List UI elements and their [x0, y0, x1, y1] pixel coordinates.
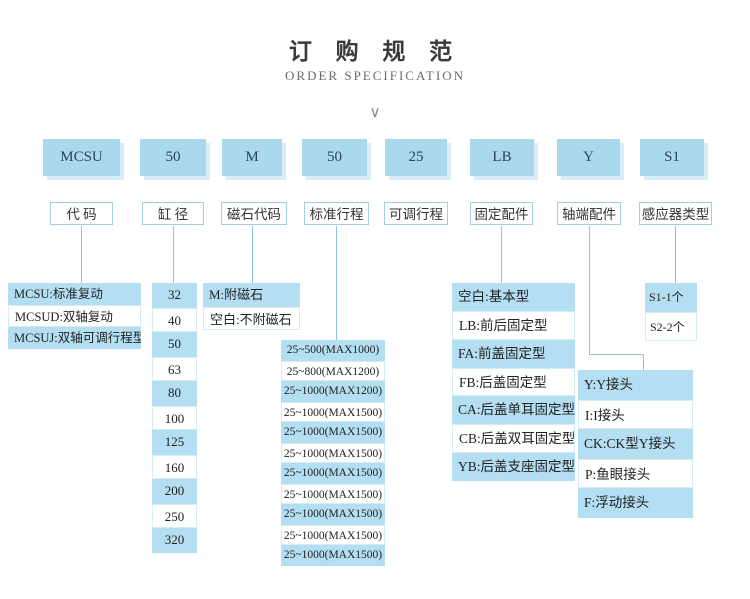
list-item: 80: [152, 381, 197, 406]
list-item: 40: [152, 307, 197, 332]
list-item: 50: [152, 332, 197, 357]
list-item: M:附磁石: [203, 283, 300, 307]
label-bore: 缸 径: [142, 202, 204, 225]
list-item: 25~1000(MAX1200): [281, 381, 385, 402]
list-item: P:鱼眼接头: [578, 458, 693, 489]
list-item: 25~1000(MAX1500): [281, 401, 385, 422]
list-item: 25~1000(MAX1500): [281, 524, 385, 545]
options-list-standard-stroke: 25~500(MAX1000) 25~800(MAX1200) 25~1000(…: [281, 340, 385, 566]
options-list-sensor: S1-1个 S2-2个: [645, 283, 697, 341]
list-item: MCSUD:双轴复动: [8, 305, 141, 327]
label-sensor-type: 感应器类型: [639, 202, 712, 225]
list-item: 25~1000(MAX1500): [281, 504, 385, 525]
options-list-mounting: 空白:基本型 LB:前后固定型 FA:前盖固定型 FB:后盖固定型 CA:后盖单…: [452, 283, 575, 482]
connector-line: [589, 226, 590, 354]
code-box-model: MCSU: [43, 139, 120, 176]
list-item: FA:前盖固定型: [452, 339, 575, 368]
options-list-bore: 32 40 50 63 80 100 125 160 200 250 320: [152, 283, 197, 553]
list-item: 320: [152, 528, 197, 553]
list-item: I:I接头: [578, 399, 693, 430]
label-standard-stroke: 标准行程: [304, 202, 369, 225]
options-list-magnet: M:附磁石 空白:不附磁石: [203, 283, 300, 330]
list-item: 200: [152, 479, 197, 504]
list-item: S2-2个: [645, 312, 697, 341]
list-item: S1-1个: [645, 283, 697, 312]
code-box-magnet: M: [222, 139, 282, 176]
list-item: 32: [152, 283, 197, 308]
connector-line: [81, 226, 82, 283]
list-item: 250: [152, 503, 197, 528]
list-item: 100: [152, 405, 197, 430]
list-item: 25~1000(MAX1500): [281, 463, 385, 484]
code-box-rod-end: Y: [557, 139, 620, 176]
options-list-rod-end: Y:Y接头 I:I接头 CK:CK型Y接头 P:鱼眼接头 F:浮动接头: [578, 370, 693, 518]
label-adjustable-stroke: 可调行程: [384, 202, 448, 225]
list-item: 25~1000(MAX1500): [281, 442, 385, 463]
list-item: 63: [152, 356, 197, 381]
list-item: 25~1000(MAX1500): [281, 483, 385, 504]
connector-line: [589, 354, 644, 355]
label-code: 代 码: [50, 202, 113, 225]
list-item: F:浮动接头: [578, 488, 693, 518]
list-item: 25~1000(MAX1500): [281, 545, 385, 566]
chevron-down-icon: ∨: [369, 105, 381, 121]
list-item: LB:前后固定型: [452, 311, 575, 340]
list-item: MCSU:标准复动: [8, 283, 141, 305]
list-item: 25~800(MAX1200): [281, 360, 385, 381]
connector-line: [173, 226, 174, 283]
code-box-bore: 50: [140, 139, 206, 176]
connector-line: [501, 226, 502, 283]
code-box-adjustable-stroke: 25: [385, 139, 447, 176]
list-item: 空白:不附磁石: [203, 306, 300, 330]
list-item: YB:后盖支座固定型: [452, 452, 575, 482]
label-magnet-code: 磁石代码: [221, 202, 287, 225]
list-item: 25~500(MAX1000): [281, 340, 385, 361]
list-item: 25~1000(MAX1500): [281, 422, 385, 443]
options-list-code: MCSU:标准复动 MCSUD:双轴复动 MCSUJ:双轴可调行程型: [8, 283, 141, 349]
connector-line: [643, 354, 644, 370]
code-box-sensor: S1: [640, 139, 704, 176]
list-item: CA:后盖单耳固定型: [452, 396, 575, 425]
list-item: 125: [152, 430, 197, 455]
label-mounting: 固定配件: [470, 202, 533, 225]
connector-line: [675, 226, 676, 283]
list-item: Y:Y接头: [578, 370, 693, 400]
code-box-standard-stroke: 50: [302, 139, 367, 176]
list-item: FB:后盖固定型: [452, 367, 575, 397]
page-subtitle: ORDER SPECIFICATION: [285, 68, 465, 83]
page-title: 订 购 规 范: [288, 39, 462, 64]
list-item: 160: [152, 454, 197, 479]
connector-line: [336, 226, 337, 340]
connector-line: [252, 226, 253, 283]
code-box-mounting: LB: [470, 139, 534, 176]
label-rod-end: 轴端配件: [557, 202, 621, 225]
list-item: CB:后盖双耳固定型: [452, 424, 575, 453]
list-item: 空白:基本型: [452, 283, 575, 312]
list-item: CK:CK型Y接头: [578, 429, 693, 459]
list-item: MCSUJ:双轴可调行程型: [8, 327, 141, 349]
